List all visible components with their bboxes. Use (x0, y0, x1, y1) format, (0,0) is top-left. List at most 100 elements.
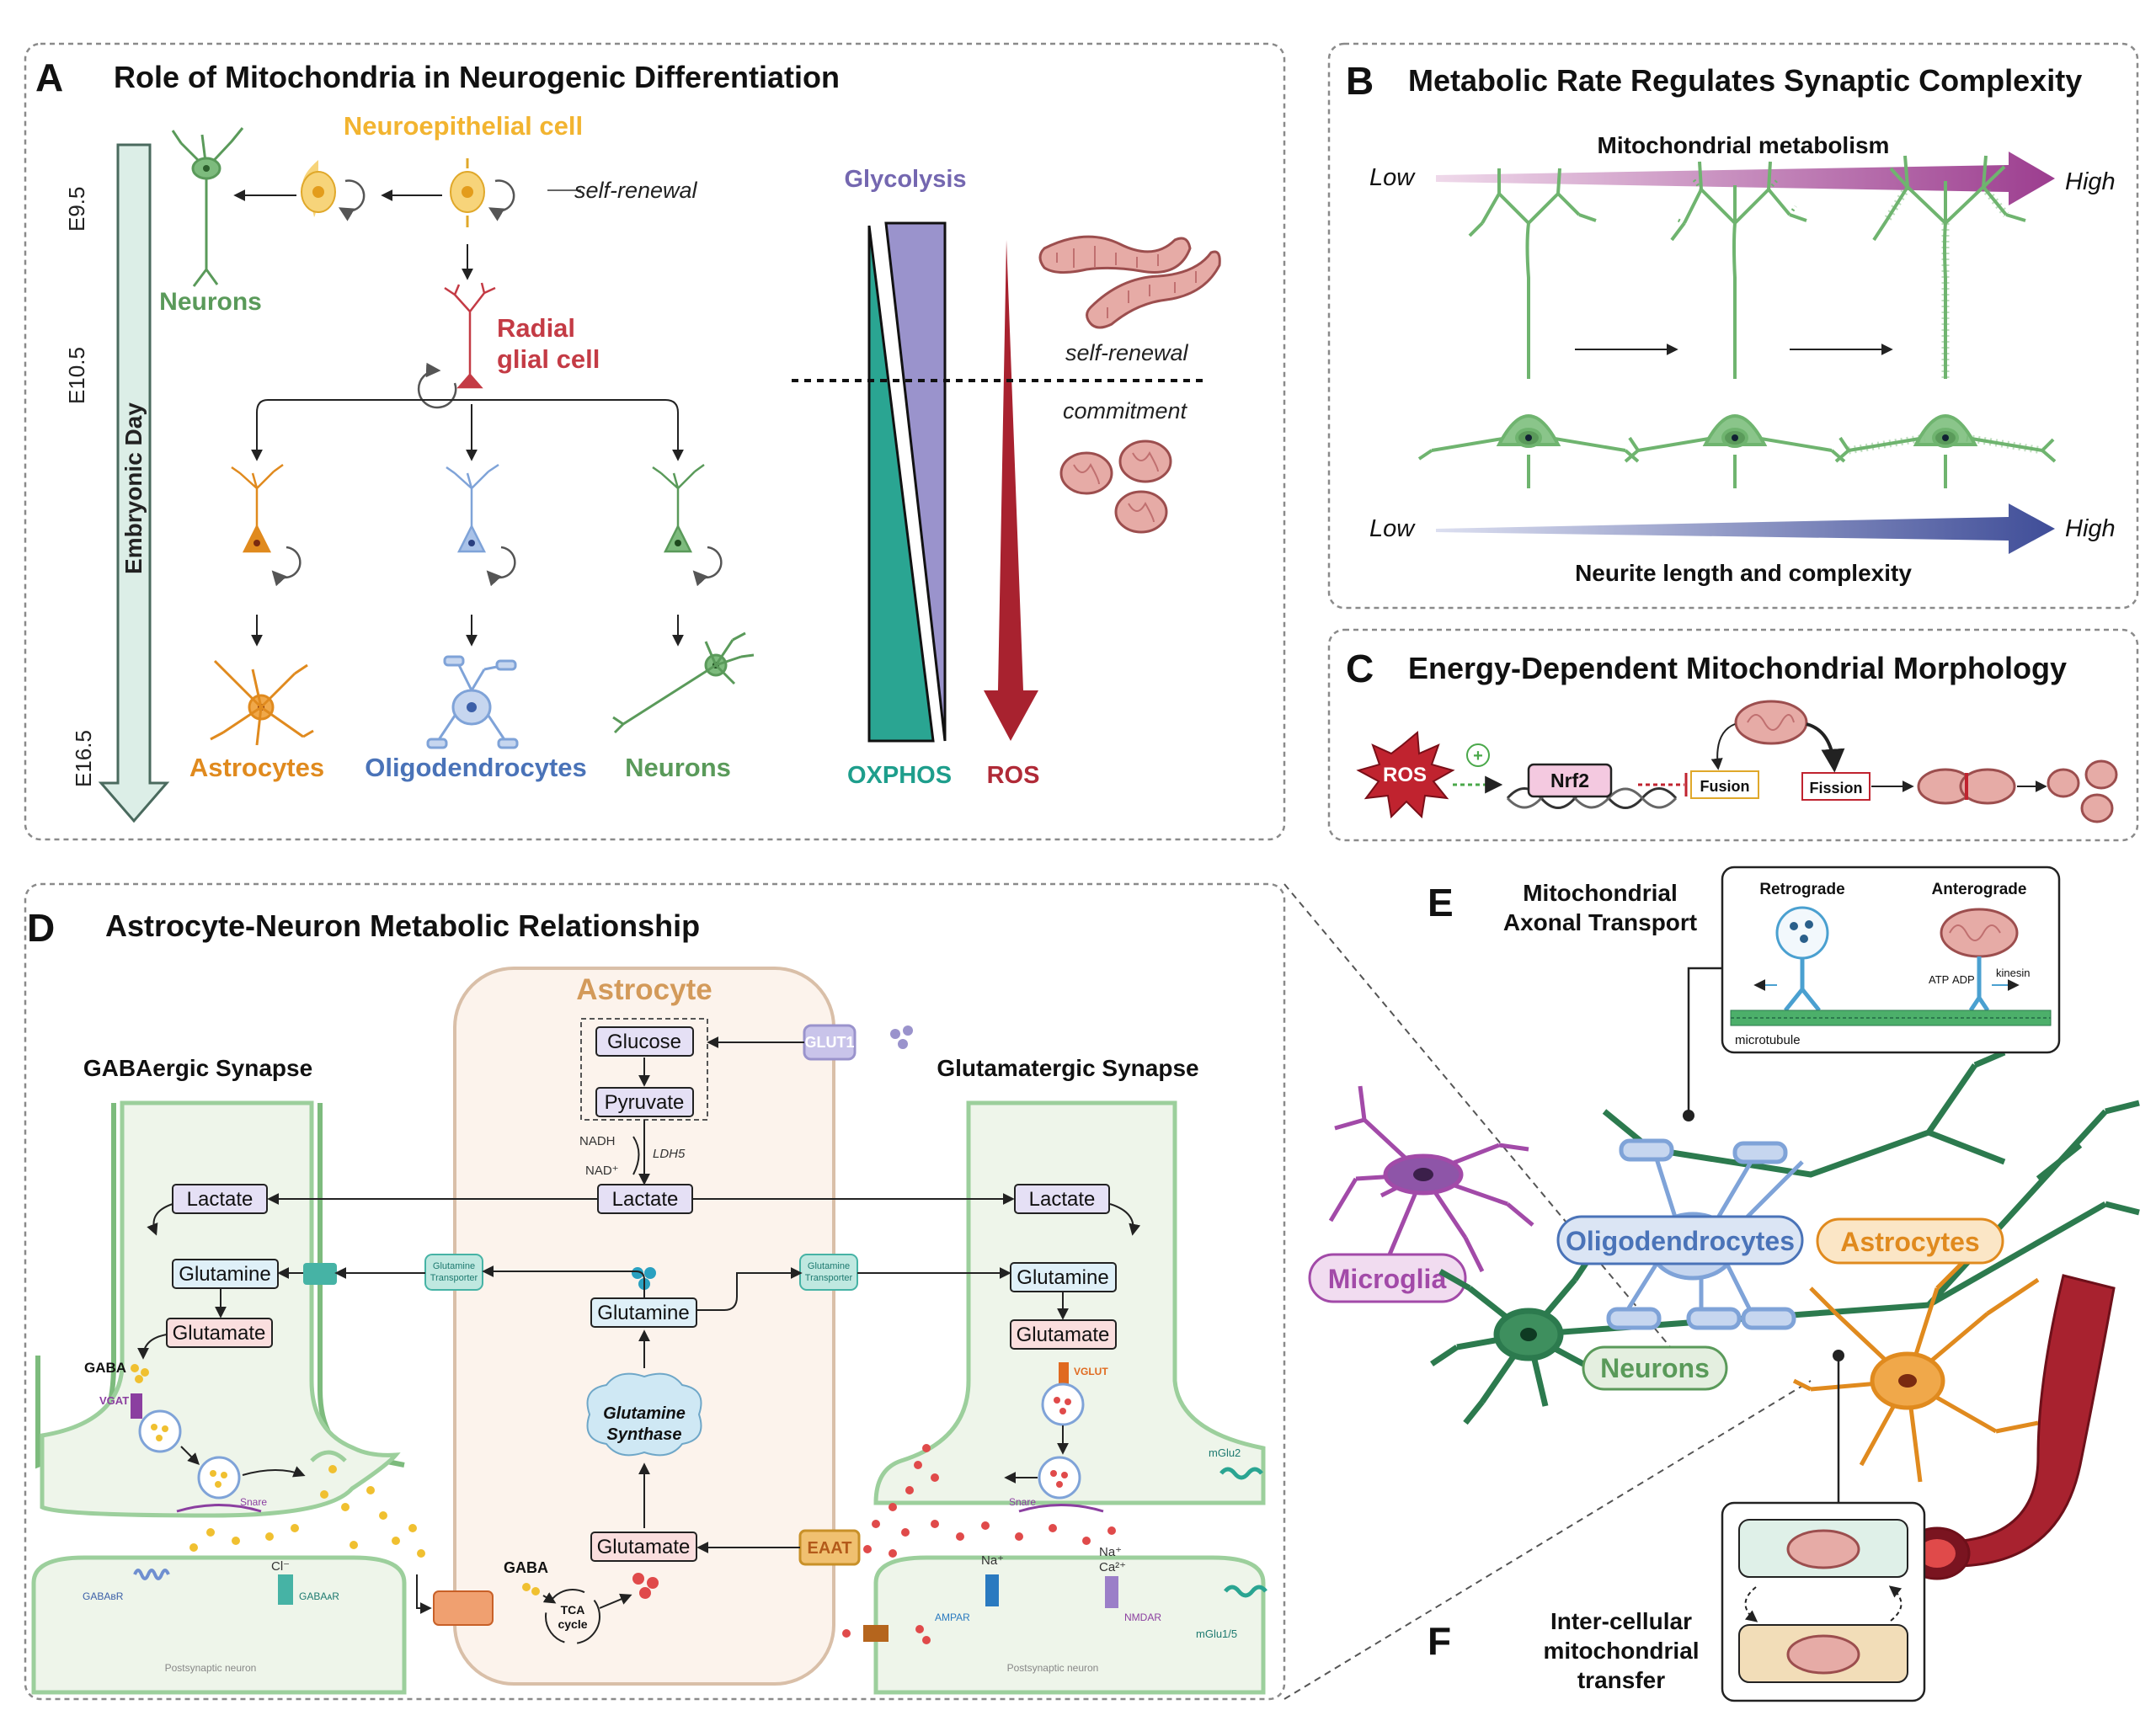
glutamate-center-label: Glutamate (597, 1536, 691, 1558)
high-label-2: High (2065, 515, 2116, 542)
eaat-label: EAAT (808, 1539, 852, 1558)
neurons-tag (1582, 1345, 1728, 1391)
glutamine-left-label: Glutamine (179, 1263, 270, 1286)
gln-transporter-right-1: Glutamine (808, 1261, 850, 1271)
self-renewal-label: self-renewal (574, 178, 698, 203)
fission-label: Fission (1809, 780, 1862, 796)
neuron-mid-complexity (1624, 161, 1846, 488)
nrf2-label: Nrf2 (1550, 770, 1589, 791)
glutamate-right-box (1010, 1319, 1117, 1350)
panel-d-title: Astrocyte-Neuron Metabolic Relationship (105, 908, 700, 943)
lactate-right-label: Lactate (1029, 1188, 1096, 1211)
panel-a-title: Role of Mitochondria in Neurogenic Diffe… (114, 60, 840, 94)
microglia-label: Microglia (1328, 1264, 1447, 1294)
glutamine-transporter-left (424, 1254, 483, 1291)
top-neuron-icon (171, 127, 244, 287)
gln-transporter-right-2: Transporter (805, 1273, 853, 1283)
gaba-synapse-label: GABAergic Synapse (83, 1055, 312, 1081)
neuron-mature (612, 631, 755, 734)
neurons-bottom-label: Neurons (625, 753, 731, 782)
nadh-label: NADH (579, 1134, 616, 1148)
retrograde-label: Retrograde (1759, 881, 1844, 898)
panel-d-letter: D (27, 906, 55, 950)
low-label-2: Low (1369, 515, 1416, 542)
glucose-label: Glucose (607, 1031, 681, 1053)
pyruvate-label: Pyruvate (605, 1091, 685, 1114)
ca-label: Ca²⁺ (1099, 1560, 1126, 1574)
astrocytes-label: Astrocytes (189, 753, 324, 782)
e9.5-label: E9.5 (64, 187, 89, 232)
glycolysis-label: Glycolysis (844, 166, 966, 193)
panel-c-title: Energy-Dependent Mitochondrial Morpholog… (1408, 651, 2067, 685)
glu-postsynaptic (873, 1555, 1266, 1695)
panel-f-letter: F (1428, 1619, 1451, 1663)
fusion-box (1690, 770, 1759, 799)
lactate-center-label: Lactate (612, 1188, 679, 1211)
radial-glial-label-1: Radial (497, 313, 575, 343)
e16.5-label: E16.5 (71, 730, 96, 787)
glutamine-center-label: Glutamine (597, 1302, 689, 1324)
glutamate-left-box (166, 1318, 273, 1348)
pyruvate-box (595, 1087, 694, 1117)
nmdar-label: NMDAR (1124, 1611, 1161, 1623)
ros-label: ROS (987, 762, 1040, 789)
high-label-1: High (2065, 168, 2116, 195)
oligodendrocytes-cell-label: Oligodendrocytes (1566, 1226, 1795, 1256)
glutamine-right-label: Glutamine (1017, 1266, 1108, 1289)
panel-a: A Role of Mitochondria in Neurogenic Dif… (24, 42, 1286, 841)
snare-left-label: Snare (240, 1496, 267, 1508)
fragmented-mito-small-icon (2047, 759, 2118, 823)
postsynaptic-right-label: Postsynaptic neuron (1007, 1662, 1099, 1674)
oxphos-label: OXPHOS (847, 762, 952, 789)
atp-label: ATP (1929, 973, 1949, 986)
glutamate-center-box (590, 1532, 697, 1562)
gln-transporter-left-2: Transporter (430, 1273, 478, 1283)
fragmented-mitochondria-icon (1059, 439, 1172, 534)
glutamate-left-label: Glutamate (173, 1322, 266, 1345)
ampar-label: AMPAR (935, 1611, 970, 1623)
postsynaptic-left-label: Postsynaptic neuron (165, 1662, 257, 1674)
astrocytes-cell-label: Astrocytes (1840, 1227, 1979, 1257)
nrf2-box (1527, 763, 1613, 798)
panel-f-title-3: transfer (1577, 1667, 1665, 1693)
glutamate-right-label: Glutamate (1017, 1324, 1110, 1346)
neurons-top-label: Neurons (159, 288, 262, 316)
microglia-tag (1308, 1253, 1467, 1303)
neuron-progenitor (652, 463, 723, 587)
self-renewal-right-label: self-renewal (1065, 340, 1189, 365)
gabaa-label: GABAᴀR (299, 1590, 339, 1602)
panel-a-letter: A (35, 56, 63, 99)
oligodendrocytes-tag (1556, 1215, 1804, 1265)
gs-label-1: Glutamine (603, 1404, 686, 1423)
astrocytes-tag (1816, 1217, 2004, 1265)
gaba-center-label: GABA (504, 1559, 548, 1576)
oxphos-triangle (867, 225, 935, 743)
snare-right-label: Snare (1009, 1496, 1036, 1508)
mitochondrial-metabolism-label: Mitochondrial metabolism (1598, 132, 1890, 158)
oligodendrocyte-progenitor (446, 463, 516, 587)
panel-d: D Astrocyte-Neuron Metabolic Relationshi… (24, 882, 1286, 1701)
panel-c-letter: C (1346, 647, 1374, 690)
ros-burst-label: ROS (1383, 764, 1427, 786)
neurite-length-label: Neurite length and complexity (1575, 560, 1912, 586)
kinesin-label: kinesin (1996, 967, 2030, 979)
gln-transporter-left-1: Glutamine (433, 1261, 475, 1271)
na-label: Na⁺ (981, 1553, 1004, 1568)
astrocyte-mature (210, 659, 314, 746)
gaba-presynaptic-terminal (40, 1100, 401, 1518)
glutamate-release-dots (863, 1444, 1116, 1558)
cell-illustration: Microglia Neurons Oligodendrocytes (1283, 866, 2140, 1702)
fusion-label: Fusion (1700, 778, 1750, 795)
panel-e-title-2: Axonal Transport (1503, 909, 1697, 935)
panel-c: C Energy-Dependent Mitochondrial Morphol… (1327, 628, 2139, 842)
panel-f-title-1: Inter-cellular (1550, 1608, 1692, 1634)
neuroepithelial-cell-1 (301, 160, 366, 221)
gaba-release-dots (189, 1465, 425, 1558)
neuroepithelial-label: Neuroepithelial cell (344, 111, 583, 141)
plus-icon (1466, 743, 1490, 767)
glutamine-synthase-icon (586, 1372, 702, 1457)
neurons-cell-label: Neurons (1600, 1353, 1710, 1383)
plus-label: + (1473, 747, 1483, 765)
vgat-label: VGAT (99, 1394, 129, 1407)
